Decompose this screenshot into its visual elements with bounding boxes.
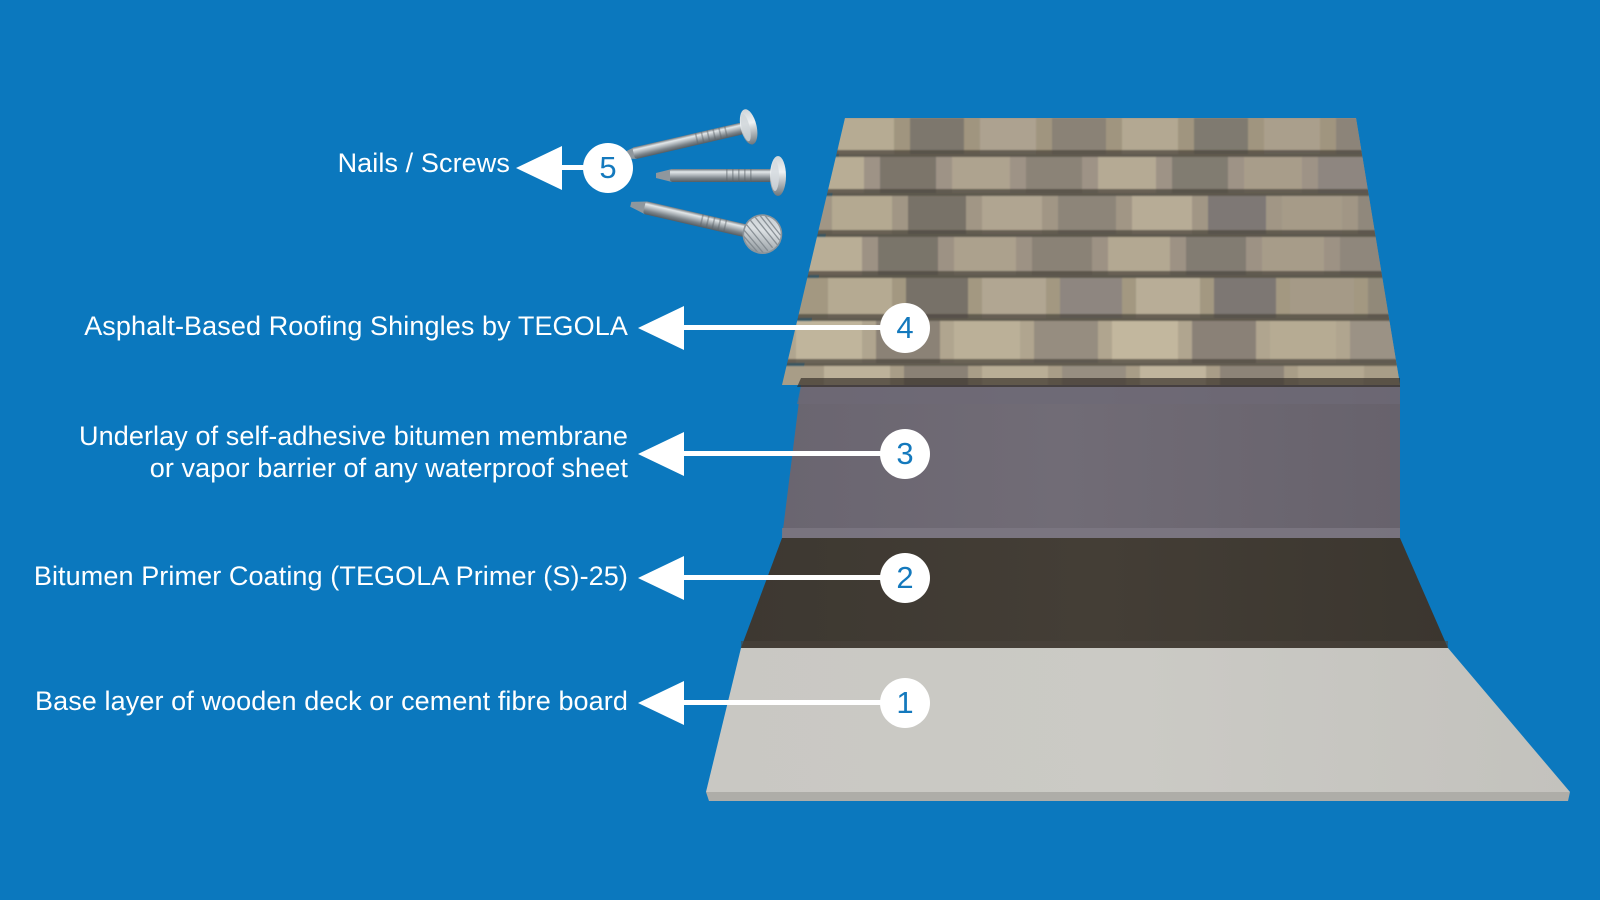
callout-arrow-4: [638, 306, 913, 350]
callout-label-3: Underlay of self-adhesive bitumen membra…: [79, 421, 628, 483]
nails-and-screws-illustration: [600, 90, 810, 270]
nail-top: [619, 109, 758, 159]
arrow-shaft: [682, 451, 913, 456]
arrow-shaft: [682, 575, 913, 580]
callout-label-4: Asphalt-Based Roofing Shingles by TEGOLA: [84, 311, 628, 341]
arrow-head-icon: [638, 432, 684, 476]
callout-label-5: Nails / Screws: [337, 148, 510, 178]
callout-label-1: Base layer of wooden deck or cement fibr…: [34, 686, 628, 716]
callout-badge-4[interactable]: 4: [880, 303, 930, 353]
arrow-shaft: [682, 325, 913, 330]
callout-badge-2[interactable]: 2: [880, 553, 930, 603]
nail-middle: [656, 156, 786, 196]
arrow-shaft: [682, 700, 913, 705]
callout-label-2: Bitumen Primer Coating (TEGOLA Primer (S…: [33, 561, 628, 591]
callout-badge-1[interactable]: 1: [880, 678, 930, 728]
nail-bottom: [630, 201, 783, 254]
arrow-head-icon: [638, 306, 684, 350]
arrow-head-icon: [516, 146, 562, 190]
callout-arrow-3: [638, 432, 913, 476]
callout-arrow-2: [638, 556, 913, 600]
callout-badge-5[interactable]: 5: [583, 143, 633, 193]
arrow-head-icon: [638, 681, 684, 725]
arrow-head-icon: [638, 556, 684, 600]
callout-badge-3[interactable]: 3: [880, 429, 930, 479]
callout-arrow-1: [638, 681, 913, 725]
